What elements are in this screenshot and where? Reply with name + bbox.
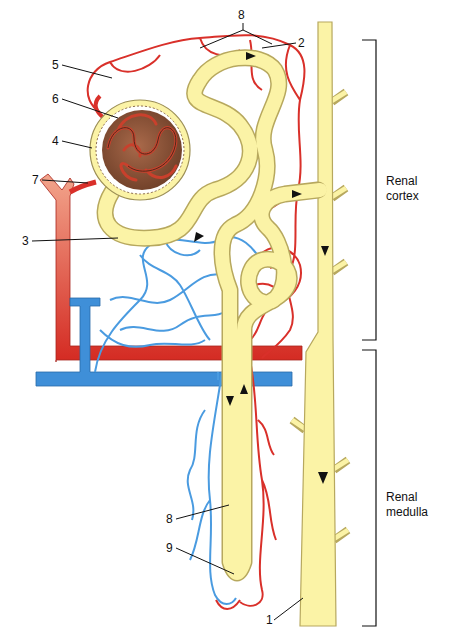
region-bracket [362,40,376,626]
callout-number: 6 [52,92,66,107]
callout-number: 5 [52,58,66,73]
collecting-duct [300,22,336,626]
callout-number: 7 [32,173,46,188]
callout-number: 2 [298,36,312,51]
afferent-arteriole [70,182,96,192]
callout-number: 8 [166,512,180,527]
callout-number: 8 [238,8,252,23]
bowman-capsule [90,100,190,200]
duct-junction [317,184,319,196]
region-label: Renal medulla [386,490,446,520]
glomerular-capillary [108,115,176,180]
callout-number: 4 [52,134,66,149]
glomerular-capillary-shade [108,128,176,172]
efferent-arteriole [96,96,104,118]
glomerulus [102,110,182,190]
flow-arrow [194,52,329,484]
capsule-space [96,106,184,194]
region-label: Renal cortex [386,174,446,204]
leader-line [32,23,303,620]
callout-number: 3 [22,234,36,249]
callout-number: 1 [266,613,280,628]
callout-number: 9 [166,541,180,556]
